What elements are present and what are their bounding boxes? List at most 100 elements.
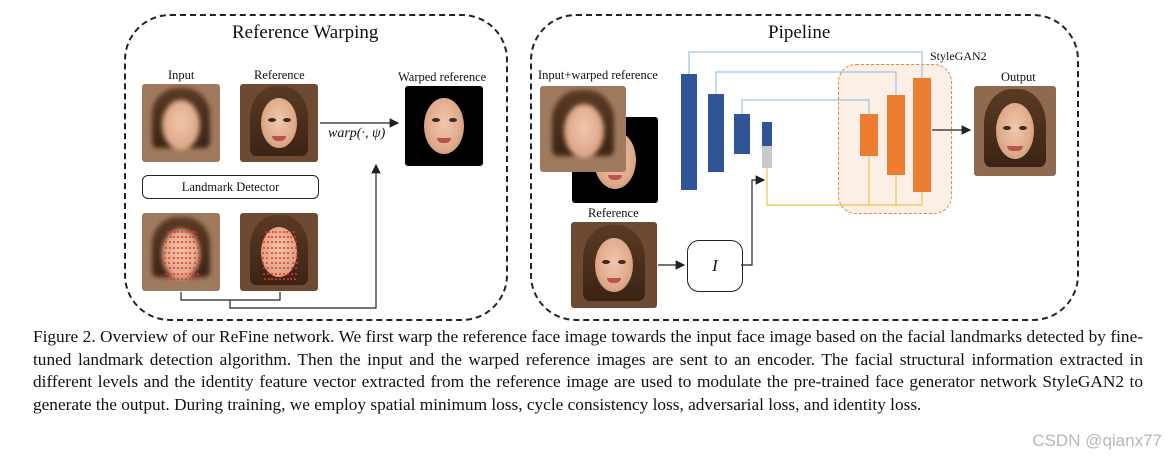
landmark-dot — [283, 257, 286, 259]
landmark-dot — [164, 251, 167, 254]
landmark-dot — [189, 257, 192, 259]
landmark-dot — [268, 231, 271, 233]
landmark-dot — [274, 267, 277, 270]
landmark-dot — [197, 267, 200, 270]
landmark-to-warp-arrow — [229, 163, 381, 309]
landmark-dot — [197, 246, 200, 249]
landmark-dot — [274, 262, 277, 265]
pipeline-reference-image — [571, 222, 657, 308]
landmark-dot — [185, 267, 188, 270]
landmark-dot — [275, 231, 278, 233]
landmark-dot — [181, 262, 183, 265]
landmark-dot — [173, 277, 176, 280]
landmark-dot — [295, 262, 298, 265]
landmark-dot — [270, 246, 273, 249]
landmark-dot — [166, 231, 169, 233]
landmark-dot — [165, 236, 168, 239]
latent-code-block — [762, 122, 772, 146]
landmark-dot — [196, 236, 199, 239]
landmark-dot — [275, 236, 278, 239]
landmark-dot — [176, 262, 179, 265]
warped-reference-label: Warped reference — [398, 70, 487, 84]
landmark-dot — [279, 262, 281, 265]
decoder-block-3 — [913, 78, 931, 192]
landmark-dot — [173, 236, 176, 239]
landmark-dot — [294, 236, 297, 239]
landmark-dot — [192, 236, 195, 239]
reference-label: Reference — [254, 68, 305, 82]
landmark-dot — [282, 241, 285, 244]
landmark-dot — [176, 257, 179, 259]
landmark-dot — [188, 231, 191, 233]
landmark-dot — [181, 267, 183, 270]
pipeline-panel — [530, 14, 1079, 321]
landmark-dot — [177, 241, 180, 244]
landmark-dot — [181, 277, 183, 280]
output-label: Output — [1001, 70, 1036, 84]
input-label: Input — [168, 68, 195, 82]
warp-function-label: warp(·, ψ) — [328, 126, 386, 141]
landmark-dot — [286, 231, 289, 233]
landmark-dot — [184, 241, 187, 244]
landmark-dot — [282, 236, 285, 239]
landmark-dot — [286, 277, 289, 280]
landmark-dot — [164, 257, 167, 259]
landmark-dot — [176, 251, 179, 254]
landmark-dot — [262, 267, 265, 270]
landmark-dot — [291, 246, 294, 249]
watermark: CSDN @qianx77 — [1032, 431, 1162, 450]
landmark-dot — [274, 251, 277, 254]
landmark-dot — [177, 272, 180, 275]
landmark-dot — [286, 236, 289, 239]
landmark-dot — [176, 267, 179, 270]
landmark-dot — [282, 231, 285, 233]
landmark-dot — [275, 241, 278, 244]
landmark-dot — [165, 277, 168, 280]
landmark-dot — [263, 272, 266, 275]
id-to-vector-arrow — [741, 175, 766, 266]
landmark-dot — [262, 251, 265, 254]
landmark-dot — [173, 241, 176, 244]
landmark-dot — [270, 257, 273, 259]
landmark-dot — [283, 246, 286, 249]
landmark-dot — [263, 241, 266, 244]
landmark-dot — [172, 262, 175, 265]
landmark-dot — [267, 272, 270, 275]
landmark-dot — [289, 231, 292, 233]
landmark-dot — [197, 262, 200, 265]
landmark-dot — [181, 251, 183, 254]
landmark-dot — [294, 277, 297, 280]
landmark-dot — [262, 262, 265, 265]
landmark-dot — [264, 231, 267, 233]
decoder-block-1 — [860, 114, 878, 156]
landmark-dot — [168, 257, 171, 259]
landmark-dot — [263, 236, 266, 239]
landmark-dot — [176, 246, 179, 249]
figure-caption: Figure 2. Overview of our ReFine network… — [33, 327, 1143, 414]
landmark-dot — [172, 267, 175, 270]
output-face-image — [974, 86, 1056, 176]
landmark-dot — [188, 277, 191, 280]
landmark-dot — [295, 267, 298, 270]
landmark-dot — [196, 272, 199, 275]
landmark-dot — [279, 257, 281, 259]
landmark-dot — [177, 236, 180, 239]
landmark-dot — [267, 241, 270, 244]
landmark-dot — [262, 257, 265, 259]
landmark-dot — [196, 277, 199, 280]
landmark-dot — [270, 251, 273, 254]
landmark-dot — [185, 262, 188, 265]
landmark-dot — [168, 262, 171, 265]
landmark-dot — [279, 277, 281, 280]
landmark-dot — [181, 246, 183, 249]
input-warped-label: Input+warped reference — [538, 68, 658, 82]
landmark-dot — [193, 257, 196, 259]
landmark-dot — [192, 277, 195, 280]
pipeline-reference-label: Reference — [588, 206, 639, 220]
landmark-dot — [290, 241, 293, 244]
landmark-dot — [271, 231, 274, 233]
landmark-dot — [181, 257, 183, 259]
landmark-bracket — [180, 292, 281, 301]
input-landmarks-image — [142, 213, 220, 291]
